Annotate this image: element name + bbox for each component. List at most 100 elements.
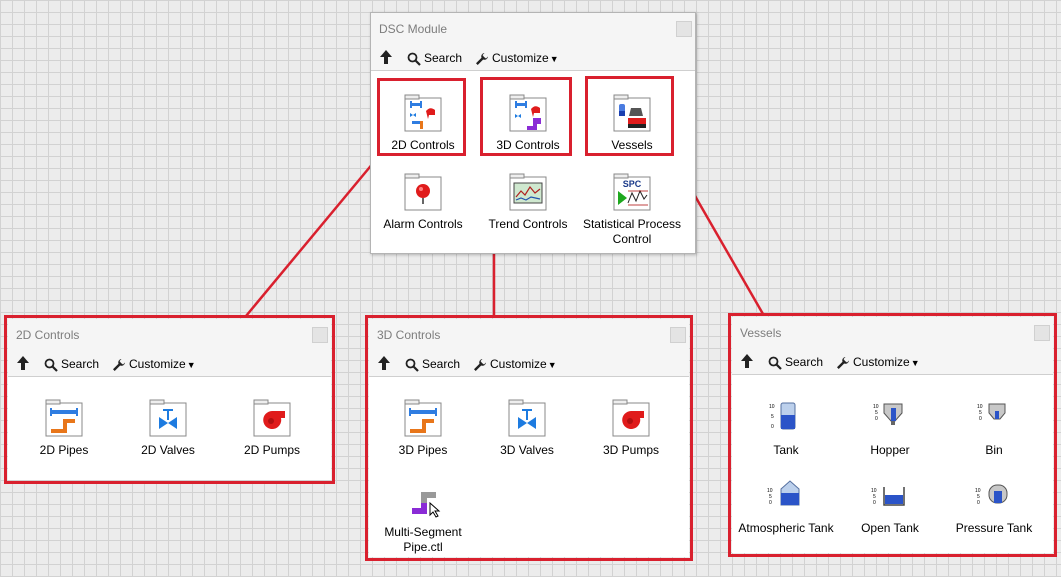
customize-button[interactable]: Customize▼ [475, 49, 559, 67]
pumps-icon [612, 399, 650, 437]
scale-tick: 0 [873, 500, 876, 506]
scale-tick: 0 [979, 416, 982, 422]
tank-icon: 10 5 0 [769, 402, 796, 430]
scale-tick: 0 [769, 500, 772, 506]
scale-tick: 5 [979, 410, 982, 416]
scale-tick: 0 [977, 500, 980, 506]
pumps-icon [253, 399, 291, 437]
customize-button[interactable]: Customize▼ [112, 355, 196, 373]
item-label: Atmospheric Tank [738, 521, 834, 535]
scale-tick: 10 [871, 488, 877, 494]
wrench-icon [113, 358, 125, 371]
item-label: Hopper [870, 443, 910, 457]
search-button[interactable]: Search [405, 355, 460, 373]
search-label: Search [422, 357, 461, 371]
scale-tick: 5 [875, 410, 878, 416]
item-label: Vessels [611, 138, 653, 152]
pipes-icon [404, 399, 442, 437]
spc-icon-text: SPC [623, 179, 642, 189]
palette-title: DSC Module [371, 13, 695, 45]
palette-toolbar: Search Customize▼ [369, 351, 689, 377]
search-button[interactable]: Search [407, 49, 462, 67]
item-label: 2D Valves [141, 443, 195, 457]
close-button[interactable] [676, 21, 692, 37]
close-button[interactable] [312, 327, 328, 343]
customize-label: Customize [492, 51, 549, 65]
2d-controls-palette: 2D Controls Search Customize▼ 2D Pipes 2… [8, 319, 331, 480]
item-label: Pressure Tank [955, 521, 1033, 535]
2d-controls-folder-icon [404, 94, 442, 132]
scale-tick: 10 [975, 488, 981, 494]
scale-tick: 5 [873, 494, 876, 500]
search-icon [405, 358, 419, 372]
palette-toolbar: Search Customize▼ [371, 45, 695, 71]
multi-segment-pipe-icon [412, 492, 441, 518]
item-label: Multi-Segment Pipe.ctl [384, 525, 462, 554]
close-button[interactable] [1034, 325, 1050, 341]
scale-tick: 5 [977, 494, 980, 500]
search-label: Search [785, 355, 824, 369]
valves-icon [149, 399, 187, 437]
item-label: 2D Pumps [243, 443, 301, 457]
vessels-folder-icon [613, 94, 651, 132]
wrench-icon [474, 358, 486, 371]
item-label: Open Tank [861, 521, 919, 535]
customize-button[interactable]: Customize▼ [473, 355, 557, 373]
zoom-frame-2d-controls: 2D Controls Search Customize▼ 2D Pipes 2… [4, 315, 335, 484]
3d-controls-palette: 3D Controls Search Customize▼ 3D Pipes 3… [369, 319, 689, 557]
item-label: Bin [985, 443, 1003, 457]
scale-tick: 0 [875, 416, 878, 422]
search-button[interactable]: Search [44, 355, 99, 373]
palette-toolbar: Search Customize▼ [732, 349, 1053, 375]
wrench-icon [837, 356, 849, 369]
up-arrow-icon[interactable] [376, 355, 392, 371]
customize-label: Customize [129, 357, 186, 371]
palette-title: 2D Controls [8, 319, 331, 351]
chevron-down-icon: ▼ [549, 54, 559, 64]
search-label: Search [424, 51, 463, 65]
item-label: Alarm Controls [383, 217, 463, 231]
palette-title: 3D Controls [369, 319, 689, 351]
scale-tick: 10 [769, 404, 775, 410]
trend-controls-folder-icon [509, 173, 547, 211]
search-icon [407, 52, 421, 66]
customize-label: Customize [490, 357, 547, 371]
scale-tick: 10 [873, 404, 879, 410]
scale-tick: 10 [977, 404, 983, 410]
search-label: Search [61, 357, 100, 371]
zoom-frame-3d-controls: 3D Controls Search Customize▼ 3D Pipes 3… [365, 315, 693, 561]
chevron-down-icon: ▼ [547, 360, 557, 370]
up-arrow-icon[interactable] [378, 49, 394, 65]
scale-tick: 5 [769, 494, 772, 500]
item-label: 3D Pumps [602, 443, 660, 457]
palette-title: Vessels [732, 317, 1053, 349]
scale-tick: 5 [771, 414, 774, 420]
item-label: 3D Valves [500, 443, 554, 457]
customize-button[interactable]: Customize▼ [836, 353, 920, 371]
scale-tick: 10 [767, 488, 773, 494]
connector-line-2d [245, 155, 380, 317]
scale-tick: 0 [771, 424, 774, 430]
search-button[interactable]: Search [768, 353, 823, 371]
valves-icon [508, 399, 546, 437]
up-arrow-icon[interactable] [15, 355, 31, 371]
palette-toolbar: Search Customize▼ [8, 351, 331, 377]
item-label: 3D Controls [496, 138, 560, 152]
3d-controls-folder-icon [509, 94, 547, 132]
close-button[interactable] [670, 327, 686, 343]
item-label: Statistical Process Control [582, 217, 682, 246]
chevron-down-icon: ▼ [186, 360, 196, 370]
up-arrow-icon[interactable] [739, 353, 755, 369]
item-label: 2D Controls [391, 138, 455, 152]
pipes-icon [45, 399, 83, 437]
spc-folder-icon: SPC [613, 173, 651, 211]
wrench-icon [476, 52, 488, 65]
alarm-controls-folder-icon [404, 173, 442, 211]
